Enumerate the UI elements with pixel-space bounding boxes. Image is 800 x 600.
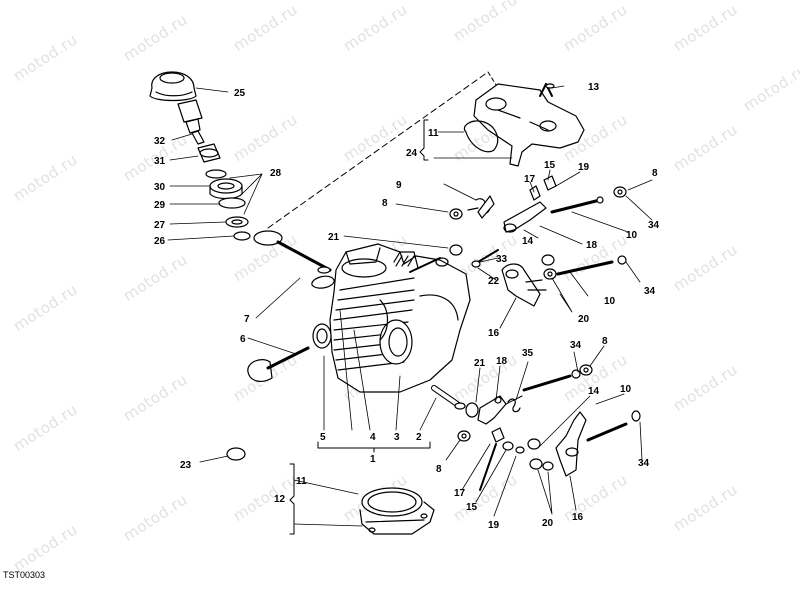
spring-part-9 <box>467 195 495 219</box>
label-10-lower: 10 <box>620 384 632 395</box>
label-20-lower: 20 <box>542 518 554 529</box>
cylinder-head <box>329 243 471 393</box>
label-1: 1 <box>370 454 376 465</box>
label-12: 12 <box>274 494 286 505</box>
label-8-lower-right: 8 <box>602 336 608 347</box>
label-18-upper: 18 <box>586 240 598 251</box>
bush-part-21-lower <box>465 402 479 418</box>
shaft-part-10-lower-left <box>522 364 593 392</box>
rocker-part-16-upper <box>501 263 547 307</box>
label-25: 25 <box>234 88 246 99</box>
label-19-upper: 19 <box>578 162 590 173</box>
shaft-part-10-lower-right <box>586 410 641 442</box>
rocker-part-18-lower <box>477 395 507 425</box>
label-4: 4 <box>370 432 376 443</box>
label-3: 3 <box>394 432 400 443</box>
label-11-upper: 11 <box>428 128 439 139</box>
guide-part-2 <box>431 385 466 410</box>
label-32: 32 <box>154 136 166 147</box>
label-16-upper: 16 <box>488 328 500 339</box>
rocker-part-14-upper <box>503 175 557 233</box>
label-20-upper: 20 <box>578 314 590 325</box>
label-9: 9 <box>396 180 402 191</box>
drawing-code: TST00303 <box>3 570 46 580</box>
label-15-lower: 15 <box>466 502 478 513</box>
label-34-upper: 34 <box>648 220 660 231</box>
label-33: 33 <box>496 254 508 265</box>
label-31: 31 <box>154 156 166 167</box>
label-15-upper: 15 <box>544 160 556 171</box>
label-6: 6 <box>240 334 246 345</box>
label-13: 13 <box>588 82 600 93</box>
pin-part-17-lower <box>479 427 505 491</box>
label-17-upper: 17 <box>524 174 536 185</box>
label-8-right: 8 <box>652 168 658 179</box>
cover-part-12 <box>359 487 435 535</box>
label-22: 22 <box>488 276 500 287</box>
label-29: 29 <box>154 200 166 211</box>
part-15-lower <box>502 441 514 451</box>
label-19-lower: 19 <box>488 520 500 531</box>
cap-part-25 <box>149 71 197 102</box>
label-21-upper: 21 <box>328 232 340 243</box>
label-10-mid: 10 <box>604 296 616 307</box>
valve-part-6 <box>247 323 332 382</box>
label-7: 7 <box>244 314 250 325</box>
plug-part-8 <box>449 208 463 220</box>
cover-part-24 <box>463 83 585 167</box>
sensor-part-32 <box>177 99 205 145</box>
label-34-lower-right: 34 <box>638 458 650 469</box>
label-10-upper: 10 <box>626 230 638 241</box>
bolt-part-33 <box>471 249 499 268</box>
seal-stack <box>205 169 251 241</box>
label-17-lower: 17 <box>454 488 466 499</box>
label-24: 24 <box>406 148 418 159</box>
label-34-lower-left: 34 <box>570 340 582 351</box>
label-8-lower: 8 <box>436 464 442 475</box>
label-26: 26 <box>154 236 166 247</box>
label-11-lower: 11 <box>296 476 307 487</box>
washers-part-20-upper <box>541 254 557 280</box>
rocker-part-16-lower <box>555 411 587 477</box>
disc-part-23 <box>226 447 246 461</box>
label-2: 2 <box>416 432 422 443</box>
label-8-upper: 8 <box>382 198 388 209</box>
label-27: 27 <box>154 220 166 231</box>
label-18-lower: 18 <box>496 356 508 367</box>
label-28: 28 <box>270 168 282 179</box>
label-35: 35 <box>522 348 534 359</box>
screw-part-13 <box>545 83 555 97</box>
label-23: 23 <box>180 460 192 471</box>
label-34-mid: 34 <box>644 286 656 297</box>
nut-part-31 <box>197 143 221 163</box>
label-16-lower: 16 <box>572 512 584 523</box>
label-14-upper: 14 <box>522 236 534 247</box>
part-labels: 25 32 31 30 29 27 26 28 7 6 5 4 3 2 1 21… <box>154 82 660 531</box>
label-5: 5 <box>320 432 326 443</box>
washers-part-20-lower <box>527 438 554 471</box>
shaft-part-10-mid <box>556 255 627 276</box>
valve-part-7 <box>253 230 335 289</box>
label-14-lower: 14 <box>588 386 600 397</box>
bush-part-21-upper <box>449 244 463 256</box>
spring-part-35 <box>505 395 523 413</box>
shaft-part-10-upper <box>550 186 627 214</box>
part-19-lower <box>515 446 525 454</box>
label-21-lower: 21 <box>474 358 486 369</box>
washer-part-8-lower <box>457 430 471 442</box>
label-30: 30 <box>154 182 166 193</box>
